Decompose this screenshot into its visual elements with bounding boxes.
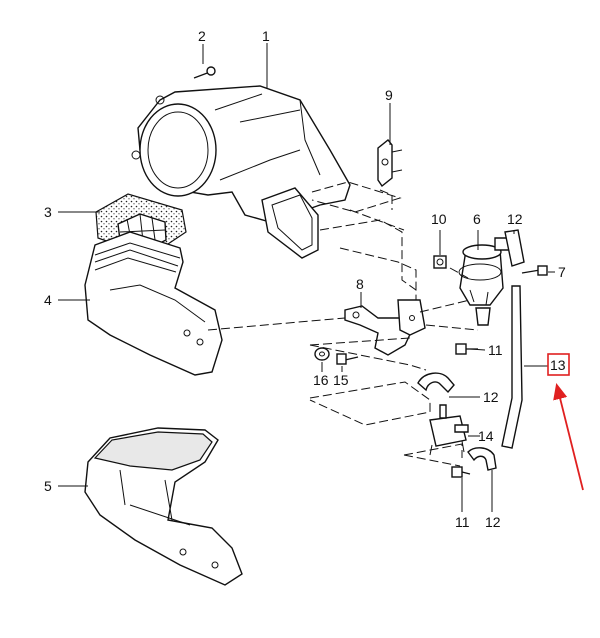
callout-11-lower: 11 xyxy=(455,514,470,530)
callout-4: 4 xyxy=(44,292,52,308)
callout-13-highlighted[interactable]: 13 xyxy=(547,353,570,376)
callout-11-upper: 11 xyxy=(488,342,503,358)
bottom-duct-part-5 xyxy=(84,427,243,586)
callout-12-top: 12 xyxy=(507,211,523,227)
screw-part-7 xyxy=(521,265,548,276)
hose-part-12-top xyxy=(504,229,525,267)
callout-13-highlight-box xyxy=(547,353,570,376)
washer-part-16 xyxy=(314,347,330,361)
tube-part-13 xyxy=(501,285,523,449)
callout-14: 14 xyxy=(478,428,494,444)
lower-duct-part-4 xyxy=(84,231,223,376)
callout-1: 1 xyxy=(262,28,270,44)
dashed-assembly-lines xyxy=(207,181,479,467)
bracket-part-9 xyxy=(377,139,403,188)
callout-12-lower: 12 xyxy=(485,514,501,530)
air-duct-housing xyxy=(131,85,351,259)
bracket-part-8 xyxy=(344,299,426,356)
leader-lines xyxy=(58,43,555,512)
hose-part-12-lower xyxy=(467,447,497,471)
callout-7: 7 xyxy=(558,264,566,280)
bolt-part-15 xyxy=(336,353,359,365)
nut-part-10 xyxy=(433,255,447,269)
callout-6: 6 xyxy=(473,211,481,227)
solenoid-valve-part-14 xyxy=(429,404,469,456)
hose-part-12-middle xyxy=(417,372,455,394)
valve-part-6 xyxy=(458,237,511,326)
callout-16: 16 xyxy=(313,372,329,388)
callout-12-middle: 12 xyxy=(483,389,499,405)
red-arrow-line xyxy=(553,383,584,491)
bolt-part-11-lower xyxy=(451,466,471,478)
callout-9: 9 xyxy=(385,87,393,103)
screw-part-2 xyxy=(193,52,216,79)
red-pointer-arrow xyxy=(553,383,584,491)
callout-5: 5 xyxy=(44,478,52,494)
callout-10: 10 xyxy=(431,211,447,227)
callout-3: 3 xyxy=(44,204,52,220)
callout-2: 2 xyxy=(198,28,206,44)
callout-labels: 1 2 3 4 5 6 7 8 9 10 11 11 12 12 12 14 1… xyxy=(44,28,566,530)
callout-15: 15 xyxy=(333,372,349,388)
callout-8: 8 xyxy=(356,276,364,292)
callout-13: 13 xyxy=(550,357,566,373)
